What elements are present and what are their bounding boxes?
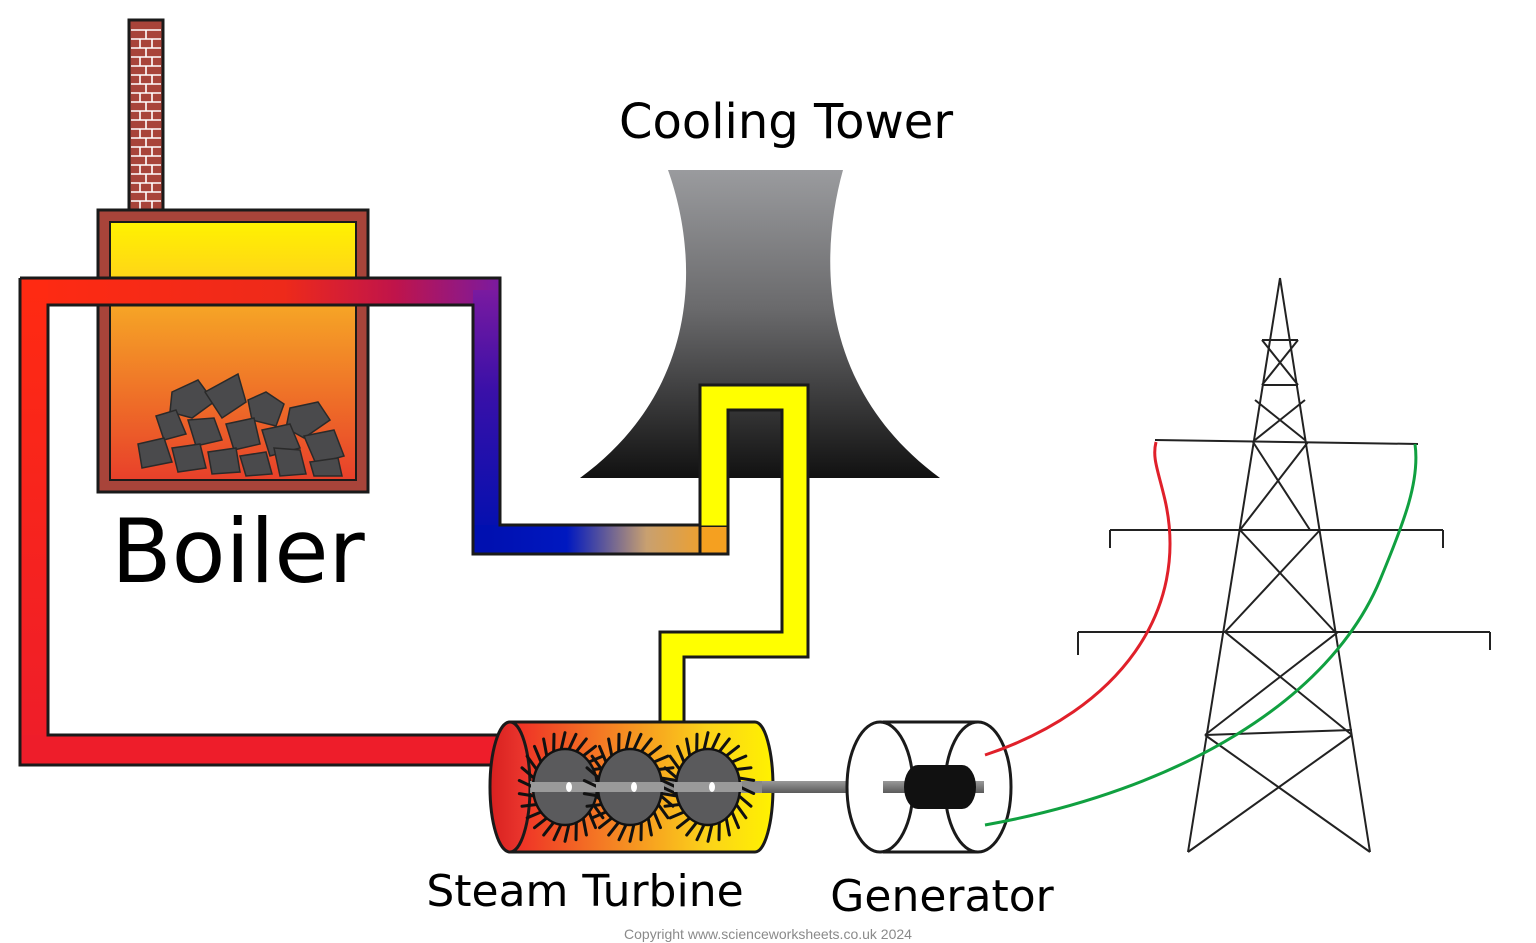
boiler [96,208,370,494]
copyright-text: Copyright www.scienceworksheets.co.uk 20… [624,926,912,942]
cooling-tower-body [580,170,940,478]
generator-label: Generator [830,871,1054,922]
hot-pipe-top [20,278,500,305]
cold-pipe-return [473,525,728,554]
turbine-end-cap [488,720,532,854]
pipe-down [473,290,500,527]
chimney [127,18,165,214]
pipe-network [18,276,810,767]
steam-turbine-label: Steam Turbine [426,866,743,917]
steam-turbine [488,720,775,854]
coal-pile [137,372,345,477]
live-wire [984,441,1172,757]
cooling-tower [580,170,940,478]
boiler-label: Boiler [111,500,365,603]
turbine-rotor [582,731,678,843]
neutral-wire [984,443,1418,827]
turbine-rotor [517,731,613,843]
hot-pipe-left [20,278,48,735]
generator-magnet [904,765,976,809]
boiler-hot-gas-zone [109,221,357,285]
electricity-pylon [1077,277,1491,853]
turbine-rotor [660,731,756,843]
generator [845,720,1013,854]
cooling-tower-label: Cooling Tower [619,94,953,150]
hot-pipe-bottom [20,735,515,765]
